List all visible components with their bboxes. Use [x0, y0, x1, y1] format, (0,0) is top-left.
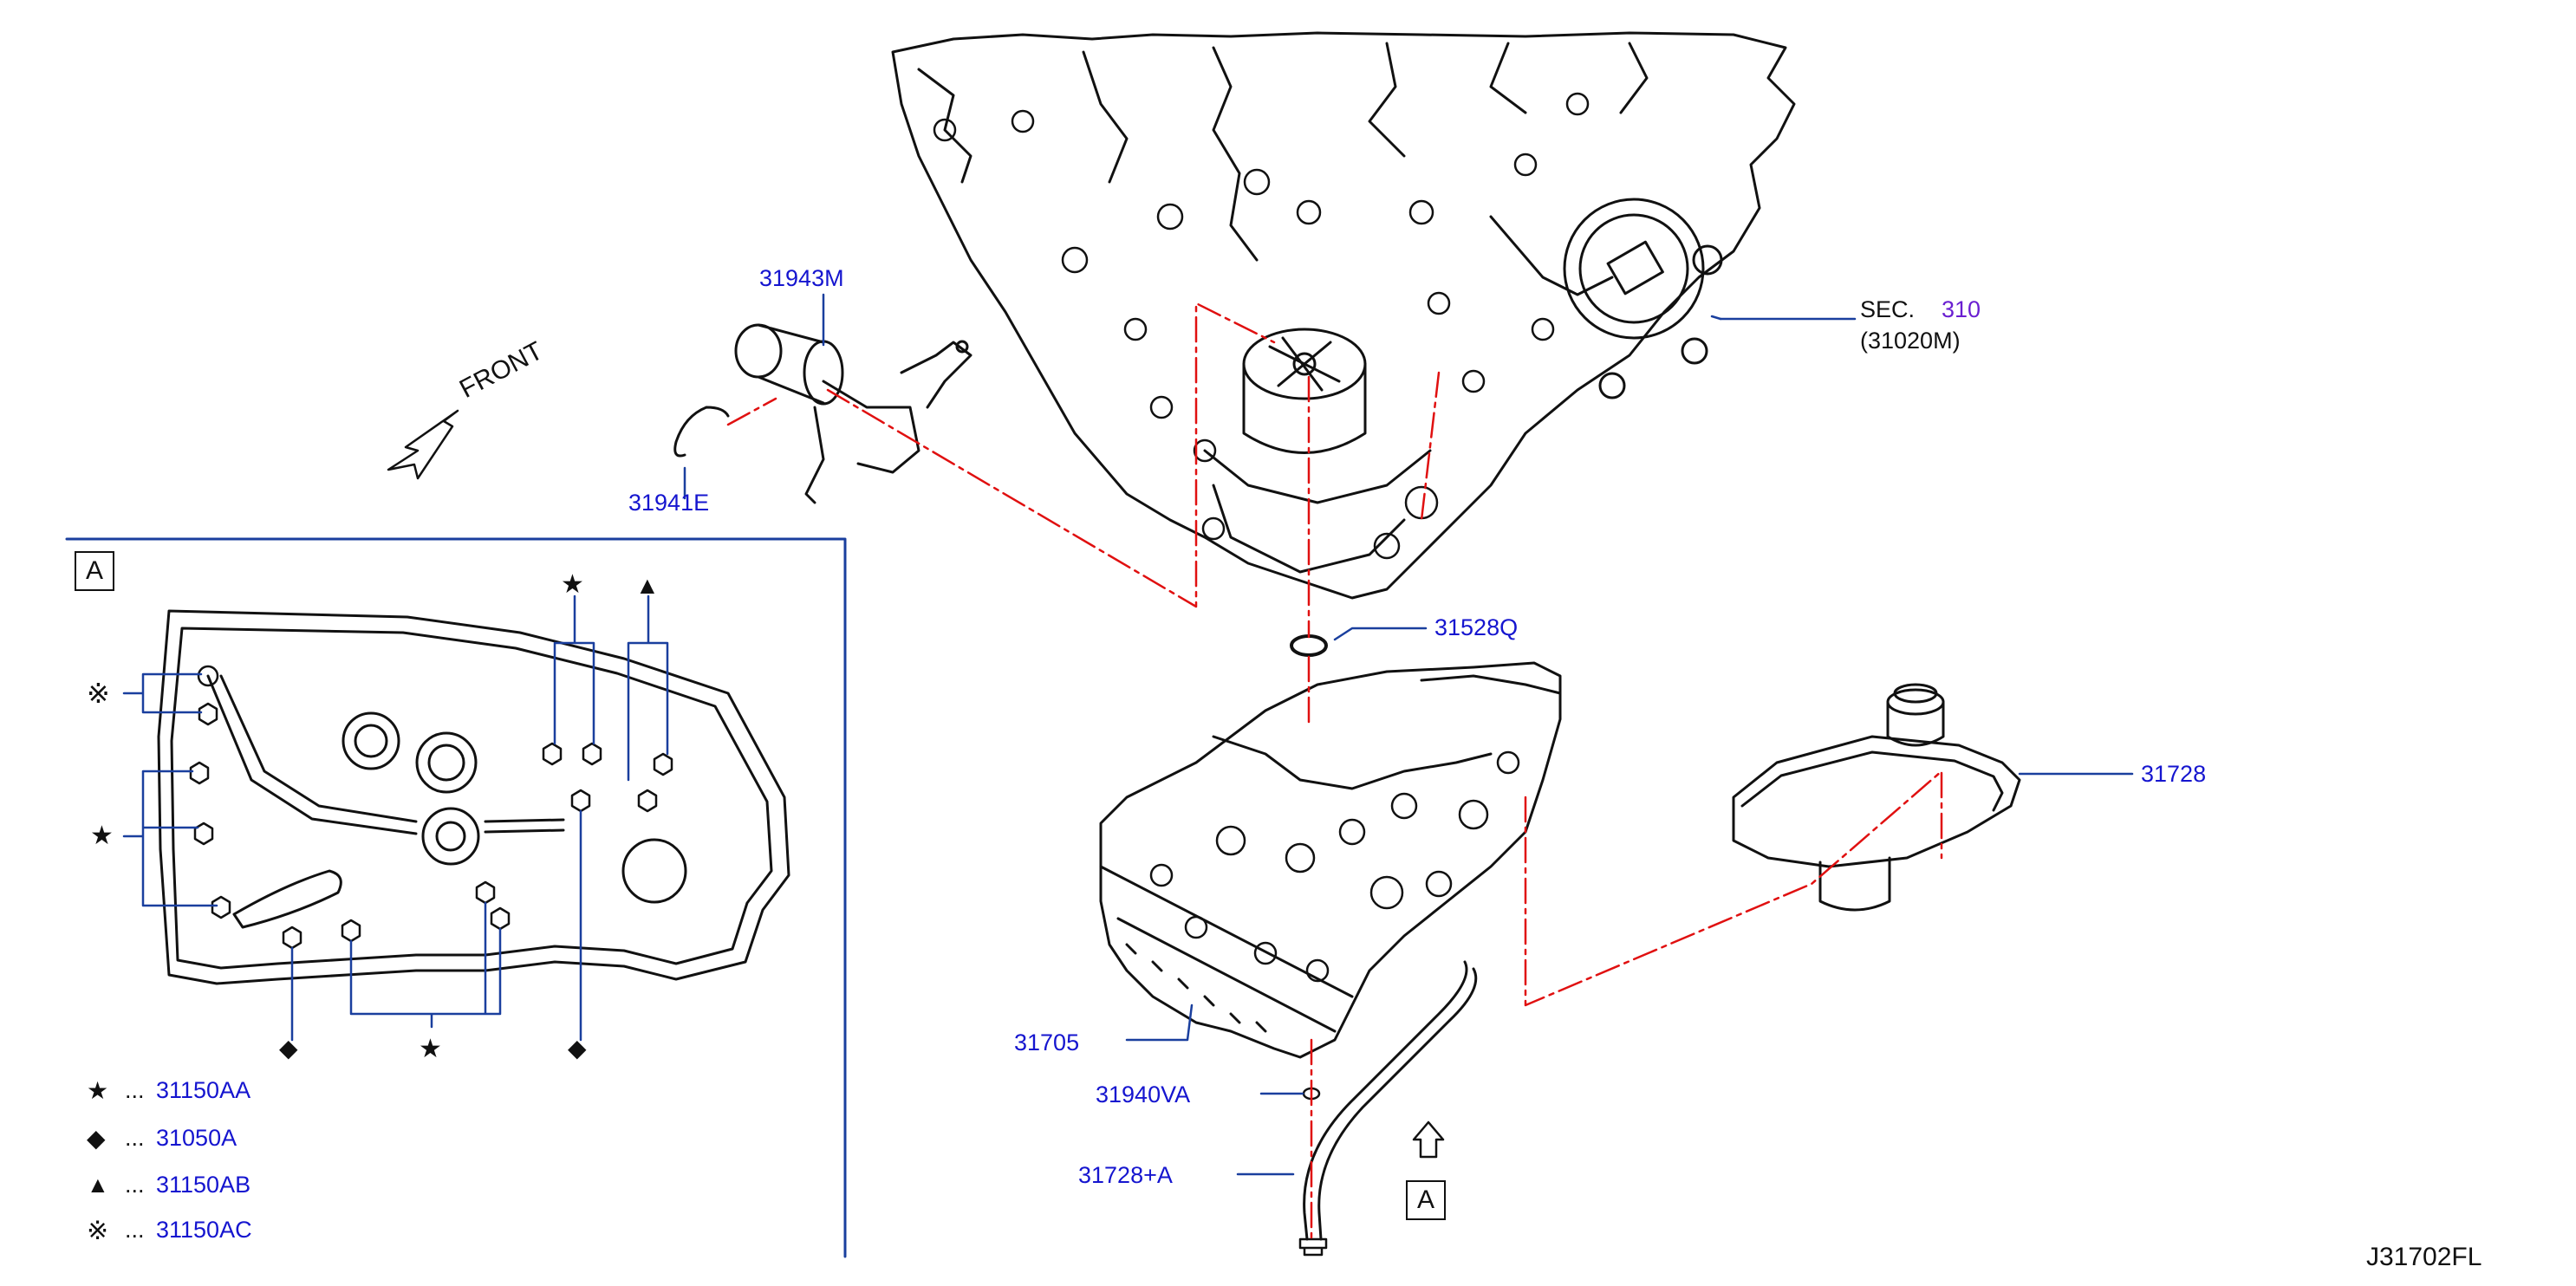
- callout-31728[interactable]: 31728: [2141, 761, 2207, 787]
- callout-31705[interactable]: 31705: [1014, 1029, 1080, 1055]
- legend-symbol: ※: [87, 1217, 109, 1245]
- legend-dots: ...: [125, 1077, 145, 1103]
- marker-kome-left: ※: [87, 678, 110, 709]
- legend-part[interactable]: 31150AA: [156, 1077, 251, 1103]
- legend-dots: ...: [125, 1125, 145, 1151]
- legend-part[interactable]: 31150AB: [156, 1172, 251, 1198]
- callout-31728a[interactable]: 31728+A: [1078, 1162, 1173, 1188]
- callout-31941e[interactable]: 31941E: [628, 490, 710, 516]
- callout-31528q[interactable]: 31528Q: [1434, 614, 1519, 640]
- section-ref-number[interactable]: 310: [1942, 296, 1981, 322]
- inset-a-frame: [65, 537, 847, 1258]
- clip-31941e-illustration: [673, 406, 730, 458]
- callout-31943m[interactable]: 31943M: [759, 265, 844, 291]
- legend-dots: ...: [125, 1217, 145, 1243]
- callout-31940va[interactable]: 31940VA: [1096, 1081, 1191, 1107]
- valve-body-31705-illustration: [1099, 661, 1562, 1059]
- section-ref-prefix[interactable]: SEC.: [1860, 296, 1916, 322]
- assembly-centerlines: [726, 302, 1943, 1241]
- view-a-tag: A: [1406, 1180, 1446, 1220]
- legend-symbol: ★: [87, 1077, 109, 1104]
- oil-pan-gasket-illustration: [157, 609, 790, 985]
- tube-31728a-illustration: [1303, 960, 1478, 1241]
- section-ref-partno: (31020M): [1860, 328, 1961, 354]
- legend-dots: ...: [125, 1172, 145, 1198]
- view-arrow-icon: [1412, 1120, 1445, 1159]
- marker-diamond-1: ◆: [279, 1035, 298, 1062]
- legend-symbol: ▲: [87, 1172, 109, 1198]
- document-id: J31702FL: [2366, 1243, 2482, 1271]
- marker-diamond-2: ◆: [568, 1035, 587, 1062]
- front-arrow-icon: [387, 409, 459, 480]
- marker-star-left: ★: [90, 822, 114, 850]
- oring-31528q-illustration: [1290, 634, 1328, 657]
- transmission-case-illustration: [891, 31, 1796, 600]
- inset-a-tag: A: [75, 551, 114, 591]
- marker-star-bottom: ★: [419, 1035, 442, 1063]
- marker-triangle-top: ▲: [635, 572, 660, 599]
- solenoid-31943m-illustration: [734, 323, 973, 504]
- marker-star-top: ★: [561, 570, 584, 599]
- legend-part[interactable]: 31050A: [156, 1125, 237, 1151]
- legend-symbol: ◆: [87, 1125, 106, 1152]
- callout-leaders: [683, 293, 2134, 1176]
- inset-leaders: [122, 594, 669, 1042]
- legend-part[interactable]: 31150AC: [156, 1217, 252, 1243]
- strainer-31728-illustration: [1732, 683, 2021, 912]
